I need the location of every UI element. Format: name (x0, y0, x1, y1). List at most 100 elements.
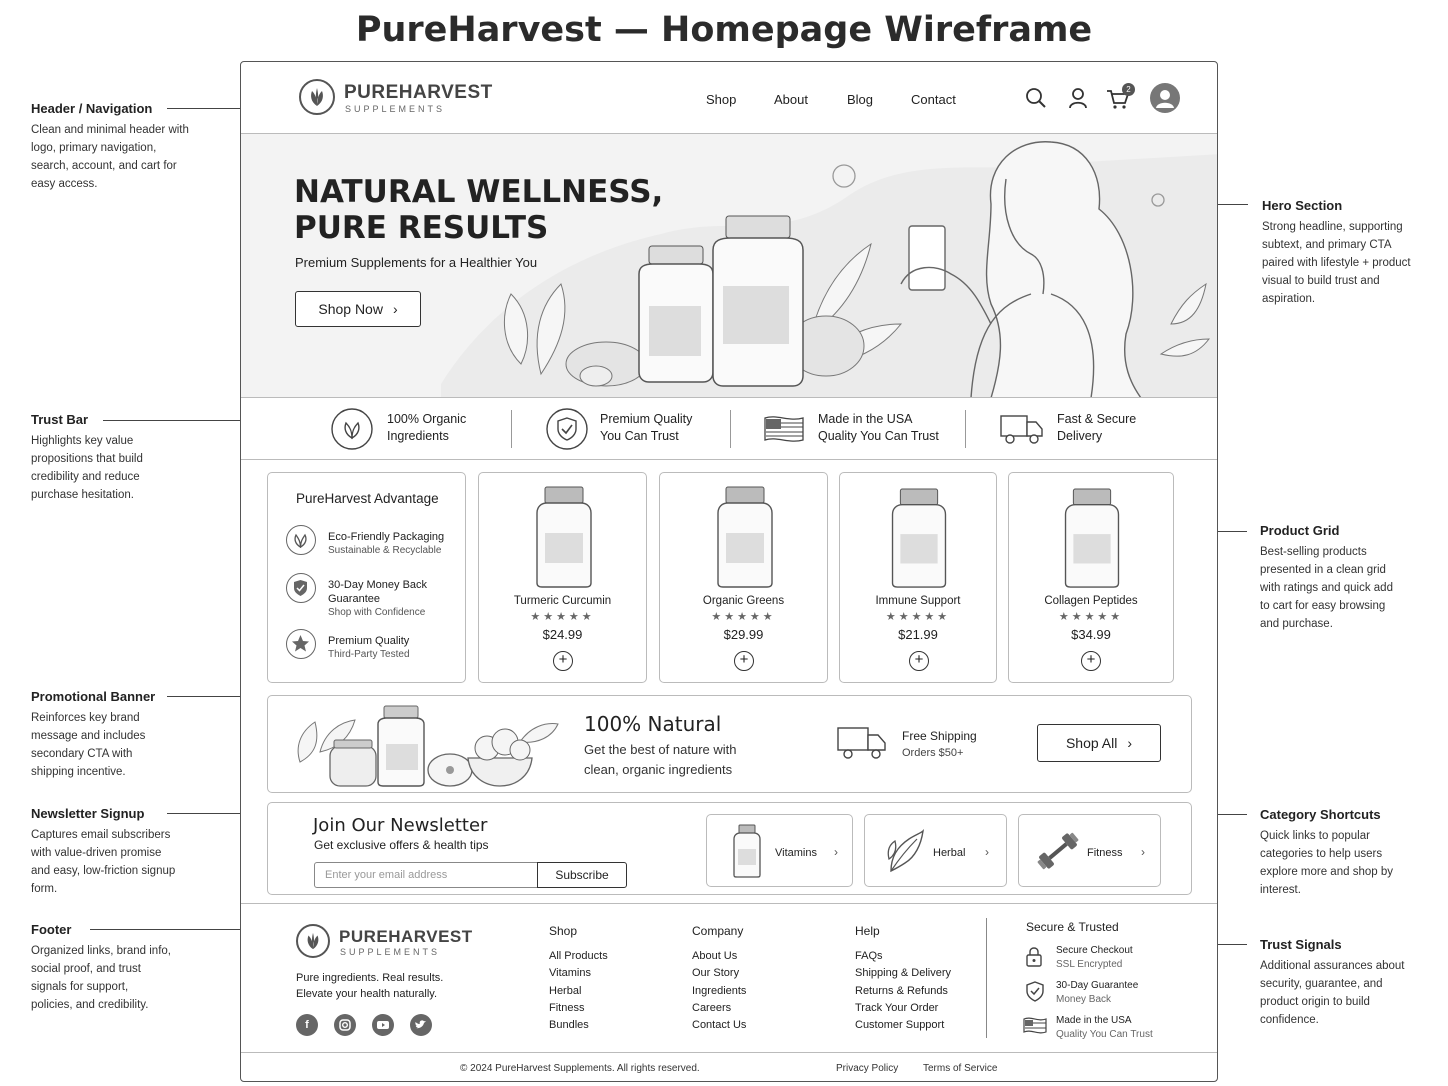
add-to-cart-button[interactable]: + (734, 651, 754, 671)
add-to-cart-button[interactable]: + (1081, 651, 1101, 671)
footer-link[interactable]: Returns & Refunds (855, 985, 948, 997)
category-fitness[interactable]: Fitness › (1018, 814, 1161, 887)
trust-bar: 100% Organic Ingredients Premium Quality… (241, 398, 1217, 460)
trust-item-quality: Premium Quality You Can Trust (546, 408, 716, 450)
secure-item-sub: Money Back (1056, 994, 1112, 1005)
category-herbal[interactable]: Herbal › (864, 814, 1007, 887)
footer-link[interactable]: Track Your Order (855, 1002, 939, 1014)
plus-icon: + (914, 651, 924, 668)
annotation-header: Header / Navigation Clean and minimal he… (31, 101, 216, 193)
star-icon (286, 629, 316, 659)
search-icon[interactable] (1025, 87, 1047, 109)
hero-headline-line-1: NATURAL WELLNESS, (294, 174, 664, 210)
footer-link[interactable]: All Products (549, 950, 608, 962)
product-rating-stars: ★★★★★ (885, 611, 951, 623)
account-icon[interactable] (1068, 87, 1088, 109)
annotation-title: Hero Section (1262, 198, 1343, 213)
avatar[interactable] (1150, 83, 1180, 113)
footer-link[interactable]: Vitamins (549, 967, 591, 979)
promo-headline: 100% Natural (584, 712, 722, 736)
annotation-trust-bar: Trust Bar Highlights key value propositi… (31, 412, 216, 504)
terms-of-service-link[interactable]: Terms of Service (923, 1063, 998, 1074)
product-bottle-icon (536, 486, 592, 588)
privacy-policy-link[interactable]: Privacy Policy (836, 1063, 899, 1074)
product-rating-stars: ★★★★★ (711, 611, 776, 623)
twitter-icon[interactable] (410, 1014, 432, 1036)
copyright-text: © 2024 PureHarvest Supplements. All righ… (460, 1063, 700, 1074)
footer-link[interactable]: About Us (692, 950, 738, 962)
nav-contact[interactable]: Contact (911, 92, 956, 107)
annotation-text: Highlights key value propositions that b… (31, 435, 143, 501)
shop-now-button[interactable]: Shop Now › (295, 291, 421, 327)
promo-products-illustration (297, 705, 559, 787)
footer-link[interactable]: Herbal (549, 985, 582, 997)
trust-line-2: Delivery (1057, 429, 1103, 443)
add-to-cart-button[interactable]: + (909, 651, 929, 671)
annotation-text: Organized links, brand info, social proo… (31, 945, 171, 1011)
logo-name: PUREHARVEST (344, 82, 493, 103)
site-header: PUREHARVEST SUPPLEMENTS Shop About Blog … (241, 62, 1217, 134)
subscribe-button[interactable]: Subscribe (537, 862, 627, 888)
footer-link[interactable]: Ingredients (692, 985, 747, 997)
annotation-connector (1201, 814, 1247, 815)
annotation-text: Additional assurances about security, gu… (1260, 960, 1405, 1026)
vitamins-bottle-icon (733, 824, 761, 878)
annotation-title: Product Grid (1260, 523, 1340, 538)
eco-leaf-icon (286, 525, 316, 555)
footer-link[interactable]: Customer Support (855, 1019, 945, 1031)
footer-link[interactable]: Shipping & Delivery (855, 967, 951, 979)
annotation-title: Newsletter Signup (31, 806, 145, 821)
annotation-categories: Category Shortcuts Quick links to popula… (1260, 807, 1445, 899)
footer-link[interactable]: Contact Us (692, 1019, 747, 1031)
footer-link[interactable]: Our Story (692, 967, 740, 979)
product-card[interactable]: Collagen Peptides ★★★★★ $34.99 + (1008, 472, 1174, 683)
annotation-text: Reinforces key brand message and include… (31, 712, 146, 778)
footer-link[interactable]: Fitness (549, 1002, 585, 1014)
instagram-icon[interactable] (334, 1014, 356, 1036)
annotation-connector (103, 420, 261, 421)
secure-item-title: Made in the USA (1056, 1015, 1132, 1026)
trust-line-2: Ingredients (387, 429, 449, 443)
add-to-cart-button[interactable]: + (553, 651, 573, 671)
secure-item-title: Secure Checkout (1056, 945, 1133, 956)
youtube-icon[interactable] (372, 1014, 394, 1036)
leaf-icon (331, 408, 373, 450)
advantage-item-title: Premium Quality (328, 635, 410, 647)
annotation-text: Captures email subscribers with value-dr… (31, 829, 176, 895)
email-field[interactable] (314, 862, 538, 888)
shield-check-icon (286, 573, 316, 603)
secure-trusted-title: Secure & Trusted (1026, 920, 1119, 934)
annotation-text: Best-selling products presented in a cle… (1260, 546, 1393, 630)
footer-link[interactable]: Careers (692, 1002, 732, 1014)
product-card[interactable]: Organic Greens ★★★★★ $29.99 + (659, 472, 828, 683)
lock-icon (1026, 947, 1042, 967)
product-card[interactable]: Immune Support ★★★★★ $21.99 + (839, 472, 997, 683)
product-card[interactable]: Turmeric Curcumin ★★★★★ $24.99 + (478, 472, 647, 683)
shop-all-button[interactable]: Shop All › (1037, 724, 1161, 762)
facebook-icon[interactable]: f (296, 1014, 318, 1036)
annotation-title: Category Shortcuts (1260, 807, 1381, 822)
product-bottle-icon (717, 486, 773, 588)
page-title: PureHarvest — Homepage Wireframe (355, 10, 1093, 50)
annotation-promo: Promotional Banner Reinforces key brand … (31, 689, 216, 781)
footer-logo-leaf-icon[interactable] (296, 924, 330, 958)
logo-leaf-icon[interactable] (299, 79, 335, 115)
footer-link[interactable]: FAQs (855, 950, 883, 962)
shop-now-label: Shop Now (318, 301, 383, 317)
divider (511, 410, 512, 448)
newsletter-section: Join Our Newsletter Get exclusive offers… (267, 802, 1192, 895)
nav-shop[interactable]: Shop (706, 92, 737, 107)
trust-line-2: You Can Trust (600, 429, 679, 443)
footer-link[interactable]: Bundles (549, 1019, 589, 1031)
site-footer: PUREHARVEST SUPPLEMENTS Pure ingredients… (241, 903, 1217, 1081)
footer-logo-subtitle: SUPPLEMENTS (340, 947, 441, 957)
advantage-title: PureHarvest Advantage (296, 491, 439, 506)
advantage-card: PureHarvest Advantage Eco-Friendly Packa… (267, 472, 466, 683)
footer-column-title: Shop (549, 924, 578, 938)
category-vitamins[interactable]: Vitamins › (706, 814, 853, 887)
hero-headline-line-2: PURE RESULTS (294, 210, 549, 246)
trust-line-1: Made in the USA (818, 412, 913, 426)
nav-about[interactable]: About (774, 92, 808, 107)
annotation-connector (90, 929, 261, 930)
nav-blog[interactable]: Blog (847, 92, 874, 107)
